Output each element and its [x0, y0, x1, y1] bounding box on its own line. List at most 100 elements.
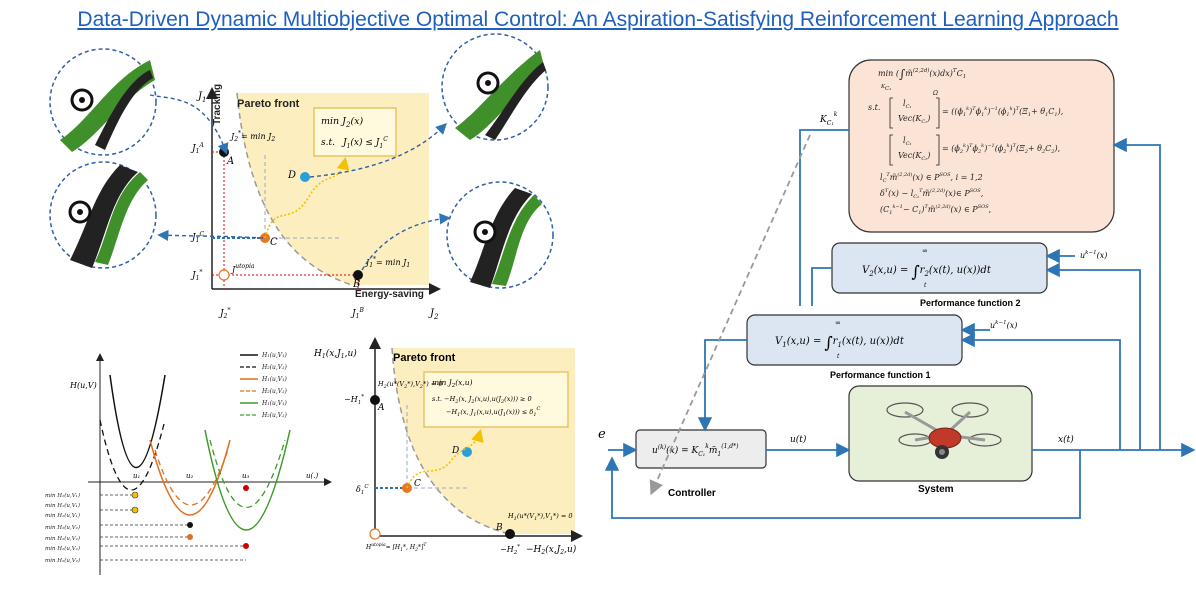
figure-title: Data-Driven Dynamic Multiobjective Optim… [77, 8, 1119, 31]
svg-text:= ((ϕ1k)Tϕ1k)−1(ϕ1k)T(Ξ1+ θ1C1: = ((ϕ1k)Tϕ1k)−1(ϕ1k)T(Ξ1+ θ1C1), [942, 106, 1063, 118]
svg-text:min H₂(u,V₂): min H₂(u,V₂) [45, 557, 80, 564]
svg-text:lCTm̃(2,2d)(x) ∈ PSOS, i = 1,2: lCTm̃(2,2d)(x) ∈ PSOS, i = 1,2 [880, 171, 983, 184]
pareto-front-curve [236, 92, 353, 286]
svg-text:A: A [377, 403, 385, 413]
svg-text:Hutopia= [H1*, H2*]T: Hutopia= [H1*, H2*]T [365, 542, 427, 553]
svg-text:min J2(x): min J2(x) [321, 116, 364, 129]
road-circle-top-right [441, 33, 549, 141]
pareto-top-heading: Pareto front [237, 98, 300, 110]
svg-text:s.t.J1(x) ≤ J1C: s.t.J1(x) ≤ J1C [321, 136, 388, 150]
svg-text:u(k)(x) = KC₁km̃1(1,d*): u(k)(x) = KC₁km̃1(1,d*) [652, 443, 739, 458]
y-axis-label-tracking: Tracking [212, 84, 223, 125]
svg-text:Vec(KC₁): Vec(KC₁) [898, 114, 930, 125]
svg-text:lC₁: lC₁ [903, 99, 911, 110]
svg-text:−H1*: −H1* [344, 394, 364, 406]
svg-text:−H2*: −H2* [500, 544, 520, 556]
svg-text:J2*= min J2: J2*= min J2 [229, 130, 275, 143]
svg-text:J1A: J1A [190, 142, 204, 155]
svg-text:min J2(x,u): min J2(x,u) [432, 378, 473, 389]
svg-text:min H₂(u,V₂): min H₂(u,V₂) [45, 545, 80, 552]
svg-text:min H₁(u,V₁): min H₁(u,V₁) [45, 492, 80, 499]
svg-text:H₁(u,V₁): H₁(u,V₁) [261, 400, 287, 407]
svg-text:H₂(u,V₂): H₂(u,V₂) [261, 412, 287, 419]
svg-text:H2(u*(V2*),V2*) = 0: H2(u*(V2*),V2*) = 0 [377, 380, 442, 390]
svg-text:u₁: u₁ [133, 472, 141, 480]
svg-text:min H₁(u,V₁): min H₁(u,V₁) [45, 512, 80, 519]
svg-text:H₂(u,V₂): H₂(u,V₂) [261, 364, 287, 371]
svg-text:min (∫m̃(2,2d)(x)dx)TC1: min (∫m̃(2,2d)(x)dx)TC1 [878, 67, 966, 81]
x-axis-label-energy: Energy-saving [355, 289, 424, 300]
svg-text:u(t): u(t) [790, 434, 807, 445]
svg-text:min H₂(u,V₂): min H₂(u,V₂) [45, 524, 80, 531]
point-D [300, 172, 310, 182]
road-circle-bottom-left [49, 161, 157, 269]
svg-text:B: B [352, 279, 360, 290]
svg-text:lC₂: lC₂ [903, 136, 911, 147]
svg-text:C: C [270, 237, 278, 248]
optimization-box-top [313, 107, 397, 157]
svg-text:∞: ∞ [922, 247, 928, 255]
svg-text:(C1k−1− C1)Tm̃(2,2d)(x) ∈ PSOS: (C1k−1− C1)Tm̃(2,2d)(x) ∈ PSOS, [880, 203, 991, 216]
svg-text:uk−1(x): uk−1(x) [990, 320, 1017, 330]
svg-text:D: D [287, 170, 296, 181]
road-illustrations [49, 33, 554, 289]
svg-text:s.t. −H2(x, J2(x,u),u(J2(x): s.t. −H2(x, J2(x,u),u(J2(x))) ≥ 0 [432, 395, 532, 405]
svg-text:J1*: J1* [190, 269, 202, 282]
svg-text:−H1(x, J1(x,u),u(J1(x))) ≤ δ1C: −H1(x, J1(x,u),u(J1(x))) ≤ δ1C [446, 406, 541, 418]
drone-icon [886, 402, 1002, 459]
svg-text:A: A [226, 156, 234, 167]
svg-text:uk−1(x): uk−1(x) [1080, 250, 1107, 260]
svg-text:V2(x,u) =∫r2(x(t), u(x))dt: V2(x,u) =∫r2(x(t), u(x))dt [862, 262, 992, 281]
svg-text:Vec(KC₂): Vec(KC₂) [898, 151, 930, 162]
svg-text:J2: J2 [428, 308, 439, 321]
svg-text:t: t [924, 282, 927, 289]
svg-text:= (ϕ2k)Tϕ2k)−1(ϕ2k)T(Ξ2+ θ2C2): = (ϕ2k)Tϕ2k)−1(ϕ2k)T(Ξ2+ θ2C2), [942, 143, 1060, 155]
svg-text:e: e [598, 427, 606, 442]
svg-text:H1(x,J1,u): H1(x,J1,u) [313, 348, 357, 360]
svg-text:δT(x) − lC₂Tm̃(2,2d)(x)∈ PSOS,: δT(x) − lC₂Tm̃(2,2d)(x)∈ PSOS, [880, 187, 983, 200]
svg-text:H1(u*(V1*),V1*) = 0: H1(u*(V1*),V1*) = 0 [507, 512, 572, 522]
svg-text:min H₂(u,V₂): min H₂(u,V₂) [45, 535, 80, 542]
svg-text:J1C: J1C [190, 231, 204, 244]
svg-text:Jutopia: Jutopia [230, 263, 255, 274]
svg-text:H₁(u,V₁): H₁(u,V₁) [261, 352, 287, 359]
road-circle-bottom-right [446, 181, 554, 289]
svg-text:Ω: Ω [932, 90, 938, 97]
pareto-bottom: Pareto front H1(x,J1,u) −H2(x,J2,u) min … [313, 337, 583, 556]
svg-text:u₃: u₃ [242, 472, 250, 480]
point-B [353, 270, 363, 280]
svg-text:δ1C: δ1C [356, 484, 369, 496]
svg-text:u(.): u(.) [306, 472, 318, 480]
svg-text:x(t): x(t) [1058, 434, 1074, 445]
svg-text:J1B: J1B [350, 307, 364, 320]
svg-text:min H₁(u,V₁): min H₁(u,V₁) [45, 502, 80, 509]
svg-text:D: D [451, 446, 459, 456]
svg-text:J1: J1 [196, 91, 206, 104]
svg-text:Performance function 1: Performance function 1 [830, 370, 931, 380]
hamiltonian-legend: H₁(u,V₁) H₂(u,V₂) H₁(u,V₁) H₂(u,V₂) H₁(u… [240, 352, 287, 419]
svg-text:t: t [837, 353, 840, 360]
svg-text:System: System [918, 484, 954, 495]
svg-text:KC₁: KC₁ [880, 84, 891, 92]
hamiltonian-plot: H(u,V) u(.) u₁ u₂ u₃ min H₁(u,V₁) min H₁… [45, 352, 332, 575]
svg-text:Performance function 2: Performance function 2 [920, 298, 1021, 308]
svg-text:V1(x,u) =∫r1(x(t), u(x))dt: V1(x,u) =∫r1(x(t), u(x))dt [775, 333, 905, 352]
svg-text:KC₁k: KC₁k [819, 111, 838, 127]
svg-text:−H2(x,J2,u): −H2(x,J2,u) [526, 544, 577, 556]
svg-text:C: C [414, 479, 421, 489]
svg-text:B: B [495, 523, 503, 533]
svg-text:J2*: J2* [218, 307, 230, 320]
svg-text:H₁(u,V₁): H₁(u,V₁) [261, 376, 287, 383]
svg-text:∞: ∞ [835, 319, 841, 327]
pareto-top: Tracking Energy-saving Pareto front J1 J… [190, 84, 441, 321]
control-diagram: min (∫m̃(2,2d)(x)dx)TC1 KC₁ Ω s.t. lC₁ V… [598, 59, 1196, 519]
svg-text:H₂(u,V₂): H₂(u,V₂) [261, 388, 287, 395]
svg-text:s.t.: s.t. [868, 103, 880, 112]
svg-text:H(u,V): H(u,V) [69, 381, 97, 390]
svg-text:Pareto front: Pareto front [393, 352, 456, 364]
svg-text:Controller: Controller [668, 488, 716, 499]
point-utopia [218, 269, 230, 281]
svg-text:u₂: u₂ [186, 472, 194, 480]
road-circle-top-left [49, 48, 157, 156]
